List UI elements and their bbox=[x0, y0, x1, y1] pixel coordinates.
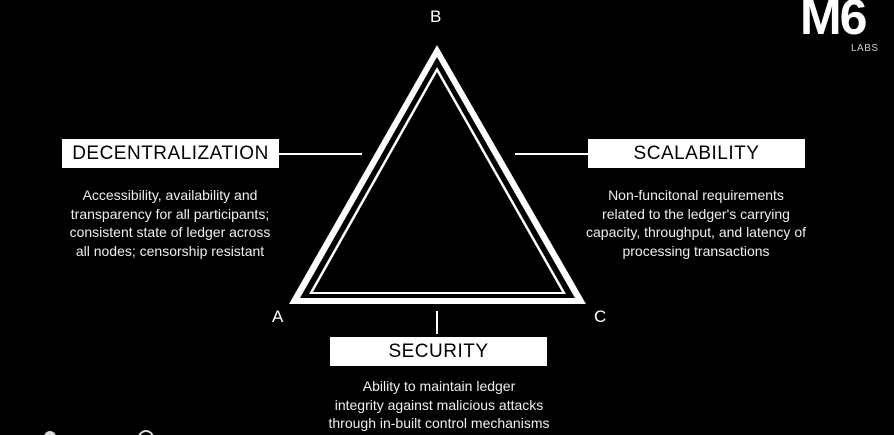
desc-line: all nodes; censorship resistant bbox=[75, 242, 265, 259]
desc-line: Ability to maintain ledger bbox=[362, 378, 516, 394]
globe-icon bbox=[138, 430, 154, 435]
desc-line: through in-built control mechanisms bbox=[328, 415, 550, 431]
desc-line: integrity against malicious attacks bbox=[334, 396, 544, 413]
logo-mark: M6 bbox=[800, 0, 867, 45]
desc-line: consistent state of ledger across bbox=[69, 224, 271, 240]
security-description: Ability to maintain ledger integrity aga… bbox=[300, 377, 578, 433]
decentralization-description: Accessibility, availability and transpar… bbox=[50, 186, 290, 260]
inner-triangle bbox=[313, 72, 562, 292]
vertex-c-label: C bbox=[594, 307, 607, 326]
twitter-icon bbox=[44, 431, 56, 435]
vertex-a-label: A bbox=[272, 307, 284, 326]
decentralization-title: DECENTRALIZATION bbox=[62, 139, 279, 168]
scalability-title: SCALABILITY bbox=[588, 139, 805, 168]
security-title: SECURITY bbox=[330, 337, 547, 366]
logo-sub: LABS bbox=[851, 43, 879, 54]
desc-line: Non-funcitonal requirements bbox=[608, 187, 784, 203]
desc-line: related to the ledger's carrying bbox=[602, 205, 790, 222]
vertex-b-label: B bbox=[430, 7, 442, 26]
desc-line: transparency for all participants; bbox=[70, 205, 270, 222]
scalability-description: Non-funcitonal requirements related to t… bbox=[566, 186, 826, 260]
desc-line: capacity, throughput, and latency of bbox=[586, 224, 806, 240]
desc-line: processing transactions bbox=[622, 242, 770, 259]
desc-line: Accessibility, availability and bbox=[82, 187, 258, 203]
